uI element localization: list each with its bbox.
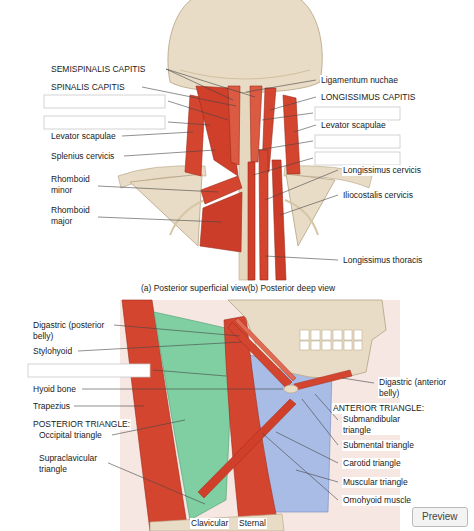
muscle-label: SPINALIS CAPITIS (50, 82, 126, 93)
region-label: Supraclavicular triangle (38, 453, 108, 474)
blank-box (315, 152, 400, 165)
leader-line (114, 325, 240, 336)
leader-line (294, 125, 316, 132)
leader-line (246, 80, 316, 92)
scapula (130, 174, 202, 246)
hyoid-bone (284, 385, 298, 393)
muscle-label: Digastric (posterior belly) (32, 320, 114, 341)
muscle-label: Longissimus thoracis (342, 255, 423, 266)
muscle-label: Splenius cervicis (50, 151, 115, 162)
leader-line (82, 389, 283, 390)
tooth (322, 341, 331, 350)
leader-line (296, 470, 338, 482)
tooth (300, 330, 309, 340)
digastric-muscle (228, 322, 292, 388)
leader-line (142, 87, 236, 106)
muscle-label: Levator scapulae (50, 131, 117, 142)
blank-box (315, 135, 400, 148)
blank-box (315, 107, 400, 120)
tooth (333, 341, 342, 350)
muscle-label: Omohyoid muscle (342, 495, 412, 506)
leader-line (270, 97, 316, 110)
blank-box (28, 364, 150, 377)
skull-line (180, 70, 310, 79)
view-caption: (a) Posterior superficial view(b) Poster… (0, 283, 474, 294)
leader-line (168, 101, 228, 120)
muscle-label: Digastric (anterior belly) (378, 377, 456, 398)
tooth (354, 330, 362, 340)
leader-line (253, 158, 313, 175)
leader-line (153, 370, 226, 376)
longissimus-muscle (259, 150, 268, 280)
scapula (286, 174, 335, 246)
leader-line (98, 186, 218, 192)
muscle-head-label: Clavicular (190, 518, 229, 529)
leader-line (265, 170, 338, 200)
leader-line (122, 132, 193, 136)
blank-box (44, 95, 165, 108)
leader-line (168, 122, 210, 125)
omohyoid-muscle (198, 399, 296, 498)
tooth (344, 341, 352, 350)
muscle-label: Rhomboid major (50, 205, 96, 226)
leader-line (106, 462, 205, 504)
region-label: Submental triangle (342, 440, 415, 451)
region-label: Carotid triangle (342, 458, 402, 469)
tooth (300, 341, 309, 350)
region-label: Muscular triangle (342, 477, 409, 488)
leader-line (258, 141, 313, 150)
leader-line (265, 256, 338, 260)
muscle-label: Stylohyoid (32, 346, 73, 357)
clavicle (150, 514, 284, 531)
leader-line (78, 342, 242, 351)
leader-line (276, 432, 338, 463)
button-text: Preview (422, 511, 458, 522)
leader-line (262, 433, 338, 500)
leader-line (166, 69, 233, 100)
leader-line (342, 378, 374, 383)
bone-label: Hyoid bone (32, 384, 77, 395)
region-label: Occipital triangle (38, 430, 103, 441)
tooth (344, 330, 352, 340)
leader-line (280, 195, 338, 215)
leader-line (74, 406, 144, 407)
region-heading: ANTERIOR TRIANGLE: (332, 403, 425, 414)
semispinalis-muscle (228, 86, 240, 165)
muscle-label: Levator scapulae (320, 120, 387, 131)
tooth (311, 341, 320, 350)
leader-line (124, 150, 215, 156)
tooth (354, 341, 362, 350)
blank-box (44, 116, 165, 129)
tooth (322, 330, 331, 340)
muscle-head-label: Sternal (238, 518, 267, 529)
muscle-label: LONGISSIMUS CAPITIS (320, 92, 416, 103)
spinalis-muscle (248, 162, 255, 280)
region-label: Submandibular triangle (342, 414, 406, 435)
ligament-label: Ligamentum nuchae (320, 75, 399, 86)
muscle-label: Longissimus cervicis (342, 165, 422, 176)
leader-line (98, 217, 222, 222)
iliocostalis-muscle (272, 160, 286, 280)
muscle-label: Trapezius (32, 401, 71, 412)
digastric-muscle (294, 370, 352, 390)
skull (228, 300, 386, 378)
muscle-label: SEMISPINALIS CAPITIS (50, 64, 146, 75)
muscle-label: Rhomboid minor (50, 174, 96, 195)
skull (168, 0, 322, 93)
leader-line (262, 113, 313, 120)
rib (170, 200, 205, 235)
tooth (311, 330, 320, 340)
tooth (333, 330, 342, 340)
stylohyoid-muscle (235, 318, 296, 381)
leader-line (166, 69, 255, 97)
preview-button: Preview (412, 507, 468, 527)
rib (285, 200, 318, 235)
region-heading: POSTERIOR TRIANGLE: (32, 419, 131, 430)
muscle-label: Iliocostalis cervicis (342, 190, 414, 201)
